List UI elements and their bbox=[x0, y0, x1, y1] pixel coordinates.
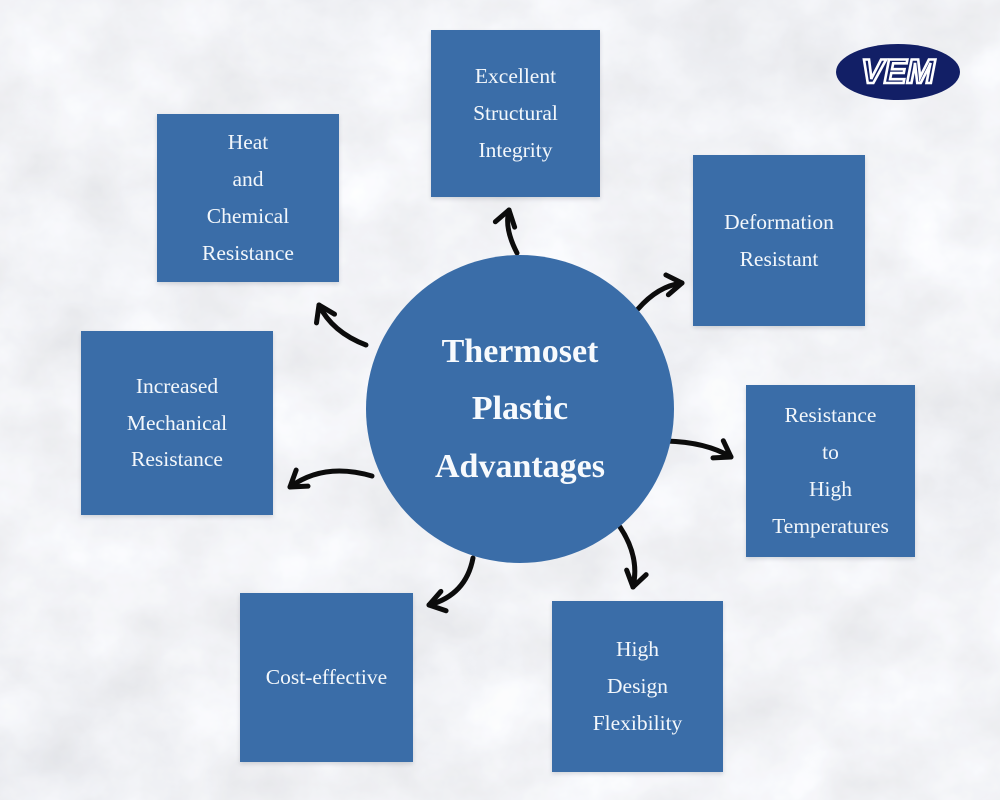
vem-logo: VEM bbox=[836, 44, 960, 100]
node-high-design-flexibility: High Design Flexibility bbox=[552, 601, 723, 772]
center-topic-thermoset-plastic-advantages: Thermoset Plastic Advantages bbox=[366, 255, 674, 563]
arrow-to-high-design-flexibility bbox=[617, 524, 649, 590]
node-resistance-to-high-temperatures: Resistance to High Temperatures bbox=[746, 385, 915, 557]
node-increased-mechanical-resistance: Increased Mechanical Resistance bbox=[81, 331, 273, 515]
arrow-to-excellent-structural-integrity bbox=[492, 207, 520, 256]
arrow-to-resistance-high-temperatures bbox=[663, 438, 734, 461]
node-cost-effective: Cost-effective bbox=[240, 593, 413, 762]
arrow-to-increased-mechanical-resistance bbox=[287, 467, 375, 490]
arrow-to-deformation-resistant bbox=[635, 272, 685, 312]
node-excellent-structural-integrity: Excellent Structural Integrity bbox=[431, 30, 600, 197]
node-heat-and-chemical-resistance: Heat and Chemical Resistance bbox=[157, 114, 339, 282]
node-deformation-resistant: Deformation Resistant bbox=[693, 155, 865, 326]
arrow-to-cost-effective bbox=[426, 555, 476, 614]
arrow-to-heat-chemical-resistance bbox=[314, 302, 369, 348]
vem-logo-text: VEM bbox=[860, 51, 936, 92]
